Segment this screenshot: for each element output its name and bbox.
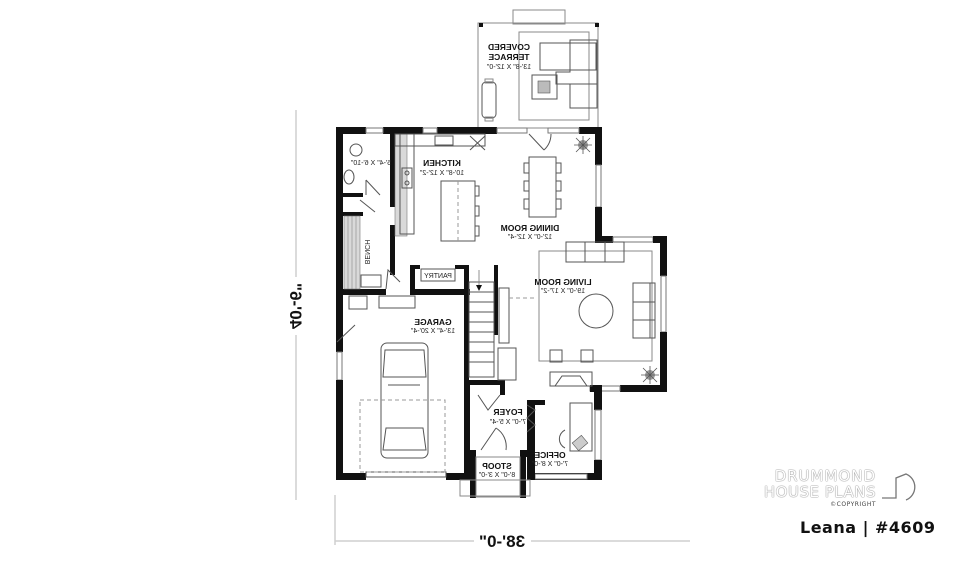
terrace-size: 13'-8" X 12'-0" (486, 64, 531, 71)
foyer: FOYER 7'-0" X 5'-4" (477, 394, 536, 451)
office-size: 7'-0" X 8'-0" (531, 461, 568, 468)
powder-room-size: 5'-4" X 6'-10" (350, 160, 391, 167)
plant-icon (641, 366, 659, 384)
pantry: PANTRY (420, 268, 456, 282)
bench-label: BENCH (363, 240, 370, 265)
powder-room: 5'-4" X 6'-10" (343, 143, 391, 213)
depth-dimension-label: 40'-6" (286, 283, 305, 329)
office-label: OFFICE (534, 450, 565, 460)
stoop-label: STOOP (482, 461, 512, 471)
dining-room-label: DINING ROOM (501, 223, 560, 233)
terrace-label-1: COVERED (488, 42, 530, 52)
plant-icon (574, 136, 592, 154)
stairs (468, 270, 535, 381)
garage: GARAGE 13'-4" X 20'-4" (336, 295, 455, 473)
kitchen-label: KITCHEN (423, 158, 461, 168)
foyer-label: FOYER (493, 407, 522, 417)
kitchen-size: 10'-8" X 12'-2" (419, 170, 464, 177)
foyer-size: 7'-0" X 5'-4" (489, 419, 526, 426)
covered-terrace: COVERED TERRACE 13'-8" X 12'-0" (477, 9, 599, 129)
interior-walls (336, 127, 545, 480)
width-dimension-label: 38'-0" (479, 532, 525, 551)
living-room-size: 19'-0" X 17'-2" (540, 288, 585, 295)
brand-line-1: DRUMMOND (774, 467, 876, 485)
living-room: LIVING ROOM 19'-0" X 17'-2" (534, 241, 659, 387)
brand-line-2: HOUSE PLANS (763, 483, 876, 501)
garage-label: GARAGE (414, 317, 452, 327)
plan-title: Leana | #4609 (800, 518, 936, 537)
bench: BENCH (343, 215, 401, 290)
dining-room: DINING ROOM 12'-0" X 12'-4" (501, 133, 592, 241)
stoop-size: 8'-0" X 3'-0" (478, 472, 515, 479)
brand-copyright: ©COPYRIGHT (830, 501, 876, 508)
stoop: STOOP 8'-0" X 3'-0" (459, 450, 531, 498)
living-room-label: LIVING ROOM (534, 277, 591, 287)
garage-size: 13'-4" X 20'-4" (410, 328, 455, 335)
brand-logo: DRUMMOND HOUSE PLANS ©COPYRIGHT (764, 468, 876, 509)
brand-logo-mark-icon (882, 473, 916, 501)
office: OFFICE 7'-0" X 8'-0" (531, 402, 593, 468)
dimension-width: 38'-0" (334, 495, 690, 551)
exterior-walls (336, 127, 667, 480)
kitchen: KITCHEN 10'-8" X 12'-2" (394, 133, 486, 242)
dining-room-size: 12'-0" X 12'-4" (507, 234, 552, 241)
dimension-depth: 40'-6" (286, 110, 305, 500)
terrace-label-2: TERRACE (488, 52, 529, 62)
pantry-label: PANTRY (424, 273, 452, 280)
